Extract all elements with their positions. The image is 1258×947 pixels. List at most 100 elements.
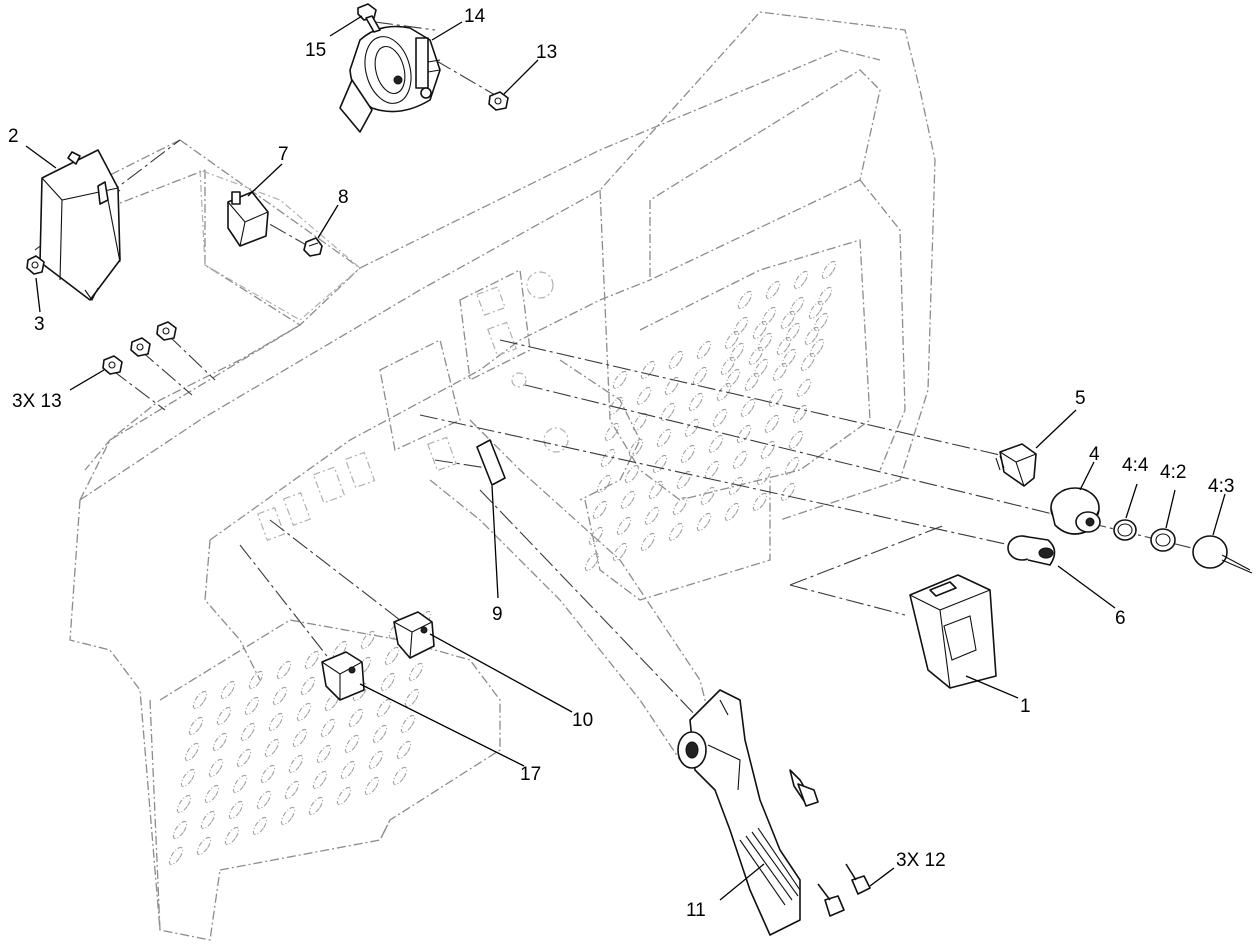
floor-hole — [236, 748, 252, 768]
floor-hole — [604, 422, 620, 442]
floor-hole — [188, 716, 204, 736]
dashboard-ghost-outline — [69, 11, 936, 941]
floor-hole — [392, 766, 408, 786]
floor-hole — [396, 740, 412, 760]
floor-hole — [216, 706, 232, 726]
callout-3: 3 — [34, 314, 45, 335]
floor-hole — [800, 352, 816, 372]
floor-hole — [768, 388, 784, 408]
callout-15: 15 — [305, 40, 326, 61]
floor-hole — [752, 492, 768, 512]
part-5-rocker-switch — [995, 443, 1037, 487]
floor-hole — [168, 846, 184, 866]
part-4-4-washer — [1113, 519, 1137, 541]
floor-hole — [789, 296, 805, 316]
floor-hole — [260, 764, 276, 784]
floor-hole — [300, 676, 316, 696]
floor-hole — [804, 326, 820, 346]
callout-leader-lines — [25, 15, 1226, 901]
floor-hole — [761, 306, 777, 326]
floor-hole — [756, 466, 772, 486]
floor-hole — [676, 470, 692, 490]
floor-hole — [384, 646, 400, 666]
floor-hole — [785, 322, 801, 342]
callout-7: 7 — [278, 144, 289, 165]
callout-4-4: 4:4 — [1122, 455, 1149, 476]
part-4-3-key — [1192, 535, 1253, 574]
callout-11: 11 — [686, 900, 706, 921]
callout-4-3: 4:3 — [1208, 476, 1234, 497]
floor-hole — [780, 482, 796, 502]
floor-hole — [592, 500, 608, 520]
callout-8: 8 — [338, 187, 349, 208]
floor-hole — [757, 332, 773, 352]
floor-hole — [204, 784, 220, 804]
floor-hole — [368, 750, 384, 770]
floor-hole — [772, 362, 788, 382]
floor-hole — [632, 412, 648, 432]
floor-hole — [737, 290, 753, 310]
floor-hole — [696, 340, 712, 360]
floor-hole — [752, 320, 768, 340]
floor-hole — [660, 402, 676, 422]
floor-hole — [584, 552, 600, 572]
floor-hole — [228, 800, 244, 820]
floor-plate-hole-pattern — [168, 260, 837, 866]
floor-hole — [704, 460, 720, 480]
floor-hole — [220, 680, 236, 700]
floor-hole — [724, 502, 740, 522]
floor-hole — [268, 712, 284, 732]
floor-hole — [172, 820, 188, 840]
floor-hole — [748, 346, 764, 366]
floor-hole — [344, 734, 360, 754]
callout-4-2: 4:2 — [1160, 462, 1186, 483]
part-13-nuts-set — [102, 321, 177, 375]
floor-hole — [320, 718, 336, 738]
floor-hole — [272, 686, 288, 706]
callout-1: 1 — [1020, 696, 1031, 717]
floor-hole — [404, 688, 420, 708]
floor-hole — [684, 418, 700, 438]
callout-6: 6 — [1115, 608, 1126, 629]
floor-hole — [612, 370, 628, 390]
part-13-nut — [488, 91, 509, 111]
part-1-display — [909, 574, 997, 689]
floor-hole — [248, 670, 264, 690]
floor-hole — [753, 358, 769, 378]
floor-hole — [588, 526, 604, 546]
floor-hole — [348, 708, 364, 728]
floor-hole — [304, 650, 320, 670]
callout-labels: 1 2 3 3X 13 4 4:4 4:2 4:3 5 6 7 8 9 10 1… — [8, 6, 1234, 921]
floor-hole — [692, 366, 708, 386]
floor-hole — [765, 280, 781, 300]
floor-hole — [688, 392, 704, 412]
floor-hole — [628, 438, 644, 458]
floor-hole — [284, 780, 300, 800]
floor-hole — [821, 260, 837, 280]
floor-hole — [596, 474, 612, 494]
floor-hole — [696, 512, 712, 532]
floor-hole — [720, 356, 736, 376]
callout-13: 13 — [536, 42, 557, 63]
floor-hole — [808, 300, 824, 320]
part-3-nut — [26, 255, 45, 275]
floor-hole — [796, 378, 812, 398]
part-8-screw — [303, 237, 323, 257]
floor-hole — [813, 312, 829, 332]
floor-hole — [664, 376, 680, 396]
part-4-2-nut — [1150, 528, 1176, 552]
floor-hole — [336, 786, 352, 806]
floor-hole — [612, 542, 628, 562]
floor-hole — [793, 270, 809, 290]
floor-hole — [308, 796, 324, 816]
floor-hole — [616, 516, 632, 536]
floor-hole — [781, 348, 797, 368]
floor-hole — [340, 760, 356, 780]
callout-14: 14 — [464, 6, 486, 27]
floor-hole — [312, 770, 328, 790]
callout-17: 17 — [520, 764, 541, 785]
floor-hole — [716, 382, 732, 402]
floor-hole — [640, 360, 656, 380]
floor-hole — [176, 794, 192, 814]
